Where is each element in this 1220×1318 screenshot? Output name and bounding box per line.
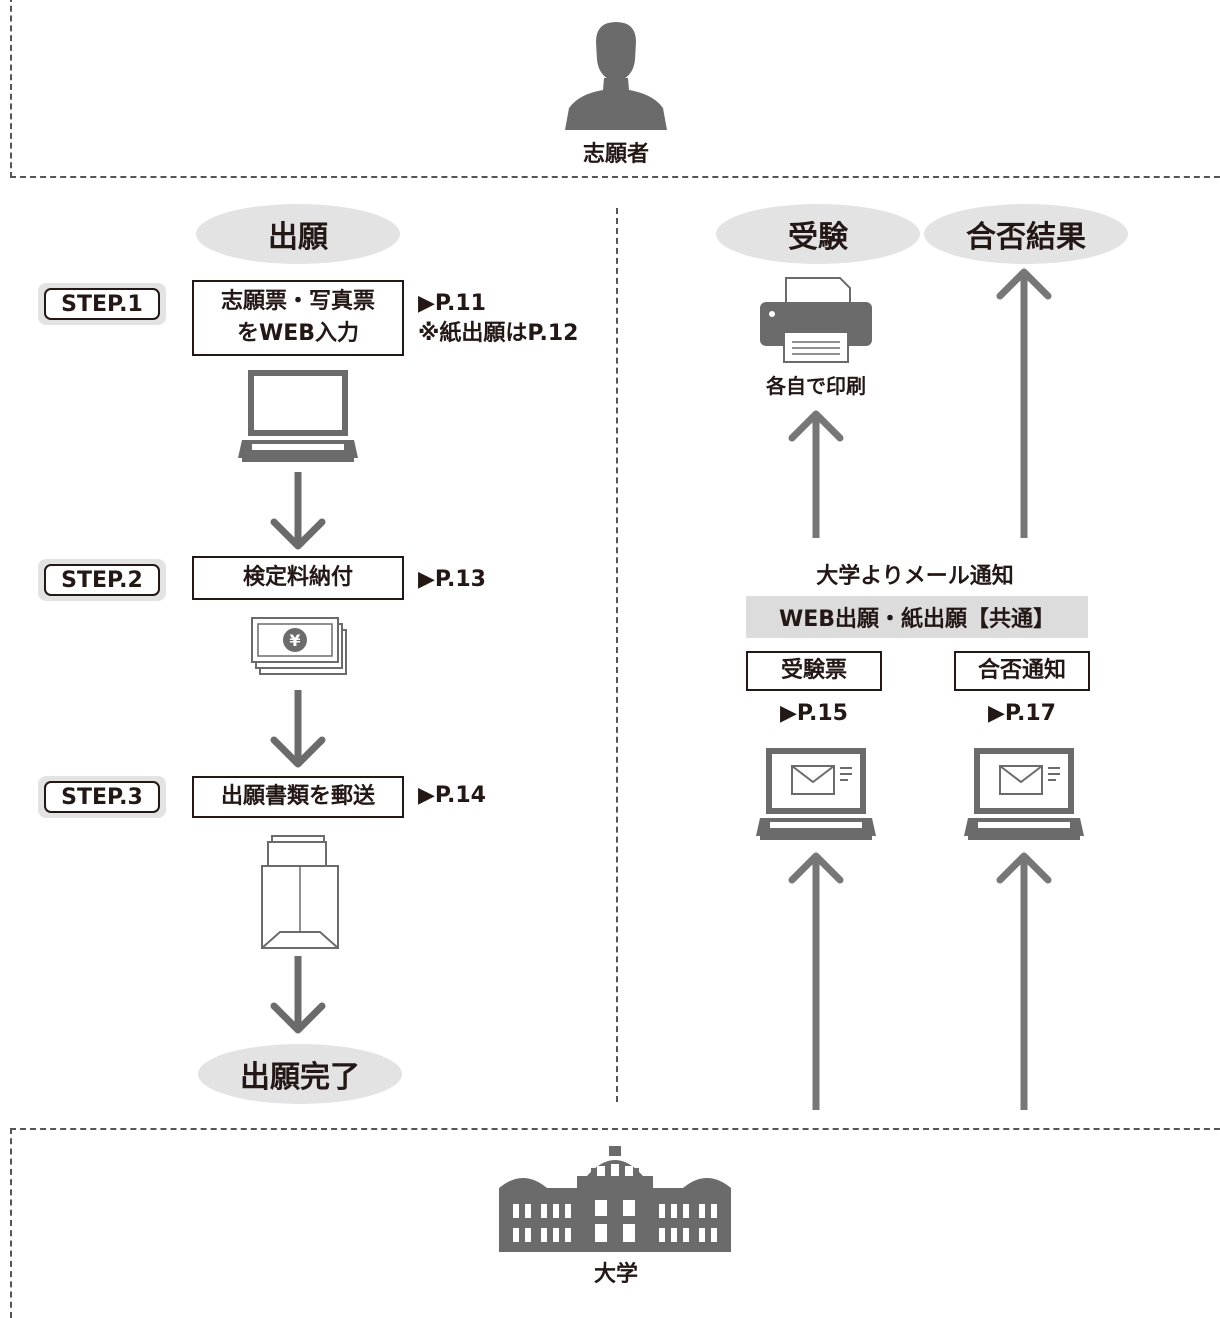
common-banner-text: WEB出願・紙出願【共通】 <box>778 607 1056 632</box>
laptop-mail-icon <box>756 748 876 840</box>
laptop-mail-icon <box>964 748 1084 840</box>
step1-ref: ▶P.11 <box>418 291 486 316</box>
apply-complete-ellipse: 出願完了 <box>198 1044 402 1104</box>
result-label: 合否結果 <box>966 220 1086 255</box>
step2-box: 検定料納付 <box>192 556 404 600</box>
step1-label: STEP.1 <box>44 288 160 320</box>
applicant-section <box>10 0 1220 178</box>
step2-box-text: 検定料納付 <box>242 565 353 590</box>
result-ellipse: 合否結果 <box>924 204 1128 264</box>
step3-box-text: 出願書類を郵送 <box>220 784 375 809</box>
step1-box: 志願票・写真票 をWEB入力 <box>192 280 404 356</box>
down-arrow-2 <box>270 690 326 768</box>
apply-complete-label: 出願完了 <box>240 1060 360 1095</box>
step1-box-text: 志願票・写真票 をWEB入力 <box>220 289 375 346</box>
step2-label: STEP.2 <box>44 564 160 596</box>
result-notice-text: 合否通知 <box>977 658 1066 683</box>
exam-ticket-box: 受験票 <box>746 651 882 691</box>
up-arrow-result-notice <box>996 852 1052 1110</box>
up-arrow-print <box>788 410 844 538</box>
university-label: 大学 <box>593 1262 638 1287</box>
money-icon: ¥ <box>251 617 347 675</box>
result-notice-box: 合否通知 <box>954 651 1090 691</box>
down-arrow-3 <box>270 956 326 1034</box>
exam-ellipse: 受験 <box>716 204 920 264</box>
step1-badge: STEP.1 <box>38 283 166 325</box>
print-label: 各自で印刷 <box>766 374 866 398</box>
university-section <box>10 1128 1220 1318</box>
step3-box: 出願書類を郵送 <box>192 776 404 818</box>
svg-text:¥: ¥ <box>289 631 300 650</box>
university-building-icon <box>499 1146 731 1252</box>
envelope-icon <box>261 835 339 949</box>
exam-label: 受験 <box>788 220 848 255</box>
common-banner: WEB出願・紙出願【共通】 <box>746 596 1088 638</box>
exam-ticket-text: 受験票 <box>780 658 847 683</box>
result-notice-ref: ▶P.17 <box>988 701 1056 726</box>
apply-start-label: 出願 <box>268 220 328 255</box>
step1-note: ※紙出願はP.12 <box>418 321 579 346</box>
exam-ticket-ref: ▶P.15 <box>780 701 848 726</box>
apply-start-ellipse: 出願 <box>196 204 400 264</box>
step3-badge: STEP.3 <box>38 776 166 818</box>
person-icon <box>565 22 667 130</box>
step3-ref: ▶P.14 <box>418 783 486 808</box>
column-divider <box>616 208 618 1102</box>
step2-ref: ▶P.13 <box>418 567 486 592</box>
step2-badge: STEP.2 <box>38 559 166 601</box>
laptop-icon <box>238 370 358 462</box>
up-arrow-exam-ticket <box>788 852 844 1110</box>
step3-label: STEP.3 <box>44 781 160 813</box>
mail-notice-label: 大学よりメール通知 <box>816 564 1014 589</box>
applicant-label: 志願者 <box>582 142 649 167</box>
printer-icon <box>760 277 872 363</box>
up-arrow-result <box>996 268 1052 538</box>
down-arrow-1 <box>270 472 326 550</box>
